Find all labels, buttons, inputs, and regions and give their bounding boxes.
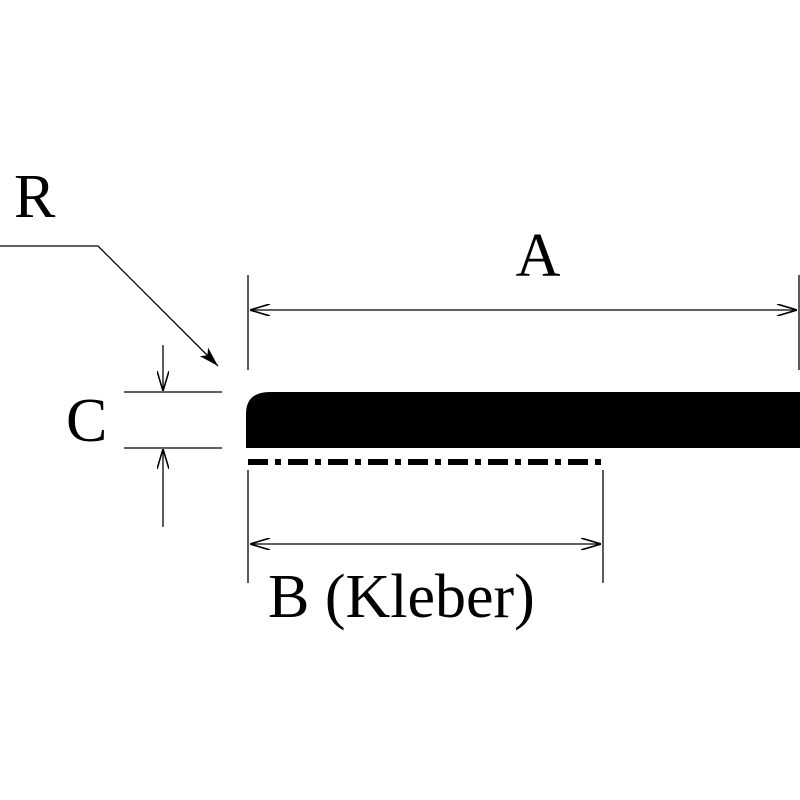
dimension-a — [247, 275, 800, 370]
dimension-b — [247, 470, 604, 583]
radius-leader — [0, 245, 219, 367]
label-b: B (Kleber) — [268, 563, 535, 631]
dimension-c — [124, 345, 222, 527]
label-a: A — [516, 222, 561, 290]
label-c: C — [66, 387, 107, 455]
profile-strip — [246, 392, 800, 448]
label-r: R — [14, 163, 56, 231]
